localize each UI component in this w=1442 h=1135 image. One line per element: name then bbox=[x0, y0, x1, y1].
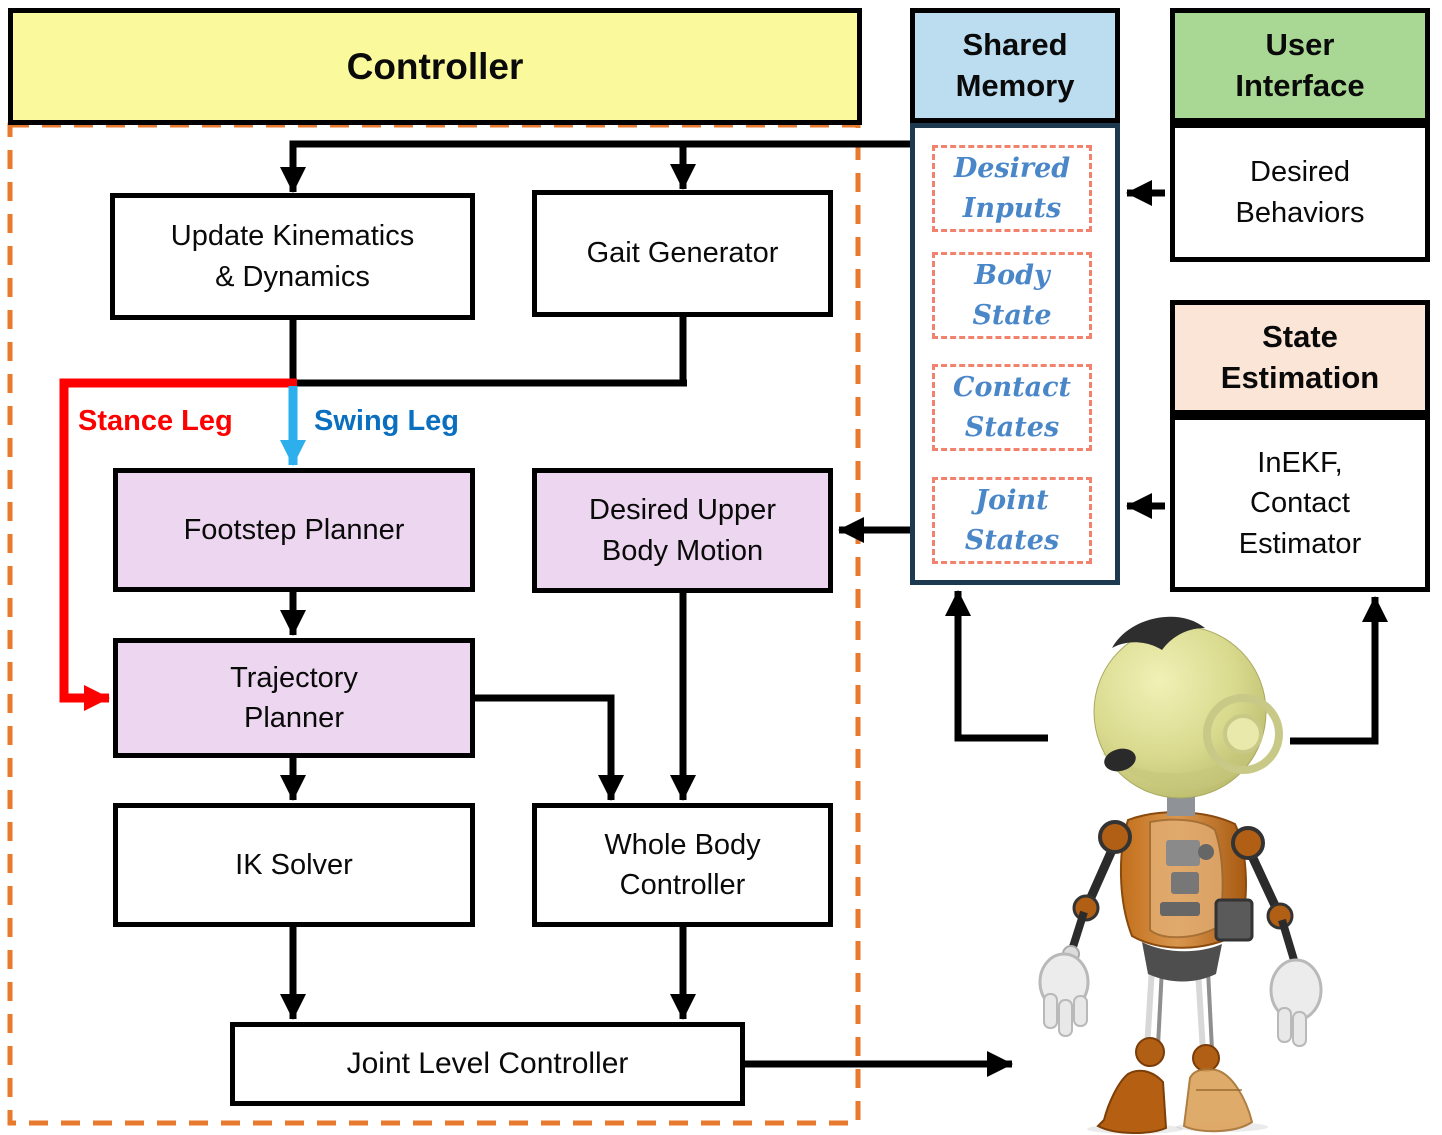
controller-header: Controller bbox=[8, 8, 862, 125]
robot-torso bbox=[1098, 811, 1265, 982]
edge-trajectory-to-wbc bbox=[475, 694, 624, 801]
stance-leg-label: Stance Leg bbox=[78, 405, 233, 437]
shared-memory-header: Shared Memory bbox=[910, 8, 1120, 123]
edge-robot-to-sharedmemory bbox=[945, 590, 1048, 742]
state-estimation-header: State Estimation bbox=[1170, 300, 1430, 415]
robot-right-boot bbox=[1182, 1068, 1254, 1133]
swing-leg-label: Swing Leg bbox=[314, 405, 459, 437]
robot-left-arm bbox=[1038, 848, 1117, 1037]
edge-sharedmemory-to-update-kinematics bbox=[280, 140, 910, 193]
user-interface-header: User Interface bbox=[1170, 8, 1430, 123]
robot-hair bbox=[1112, 616, 1205, 650]
block-whole-body-controller: Whole Body Controller bbox=[532, 803, 833, 927]
robot-image bbox=[1038, 616, 1323, 1135]
edge-robot-to-stateestimation bbox=[1290, 596, 1388, 745]
robot-head bbox=[1093, 616, 1283, 816]
shared-memory-item-desired-inputs: Desired Inputs bbox=[932, 145, 1092, 232]
block-trajectory-planner: Trajectory Planner bbox=[113, 638, 475, 758]
robot-eye bbox=[1104, 748, 1136, 772]
block-gait-generator: Gait Generator bbox=[532, 190, 833, 317]
robot-left-boot bbox=[1096, 1069, 1168, 1135]
controller-dashed-boundary bbox=[7, 122, 861, 1126]
user-interface-body: Desired Behaviors bbox=[1170, 123, 1430, 262]
block-footstep-planner: Footstep Planner bbox=[113, 468, 475, 592]
shared-memory-body: Desired Inputs Body State Contact States… bbox=[910, 123, 1120, 585]
state-estimation-body: InEKF, Contact Estimator bbox=[1170, 415, 1430, 592]
shared-memory-item-joint-states: Joint States bbox=[932, 477, 1092, 564]
block-ik-solver: IK Solver bbox=[113, 803, 475, 927]
block-desired-upper-body-motion: Desired Upper Body Motion bbox=[532, 468, 833, 593]
block-update-kinematics: Update Kinematics & Dynamics bbox=[110, 193, 475, 320]
shared-memory-item-body-state: Body State bbox=[932, 252, 1092, 339]
robot-legs bbox=[1096, 967, 1254, 1135]
edge-stance-leg-red bbox=[59, 378, 297, 711]
shared-memory-item-contact-states: Contact States bbox=[932, 364, 1092, 451]
robot-right-arm bbox=[1247, 854, 1323, 1047]
block-joint-level-controller: Joint Level Controller bbox=[230, 1022, 745, 1106]
